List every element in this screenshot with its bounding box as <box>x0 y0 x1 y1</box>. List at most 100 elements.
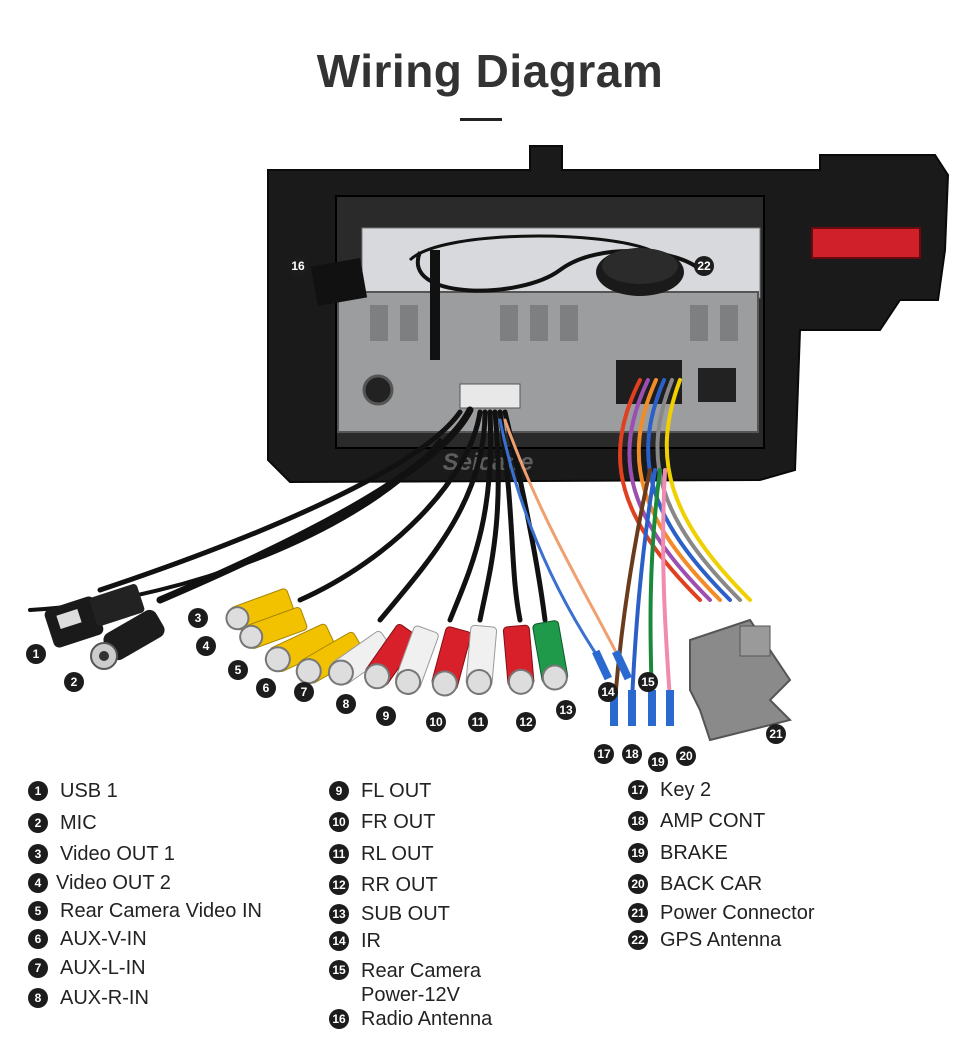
legend-item: 16 Radio Antenna <box>329 1008 492 1030</box>
marker-19: 19 <box>648 752 668 772</box>
svg-text:14: 14 <box>601 685 615 699</box>
svg-text:19: 19 <box>651 755 665 769</box>
marker-10: 10 <box>426 712 446 732</box>
usb-connector <box>44 584 145 648</box>
legend-label: AUX-R-IN <box>60 987 149 1009</box>
number-badge: 9 <box>329 781 349 801</box>
svg-text:17: 17 <box>597 747 611 761</box>
marker-2: 2 <box>64 672 84 692</box>
marker-4: 4 <box>196 636 216 656</box>
marker-7: 7 <box>294 682 314 702</box>
legend-label: FL OUT <box>361 780 432 802</box>
legend-item: 1 USB 1 <box>28 780 118 802</box>
marker-18: 18 <box>622 744 642 764</box>
marker-15: 15 <box>638 672 658 692</box>
number-badge: 16 <box>329 1009 349 1029</box>
legend-item: 8 AUX-R-IN <box>28 987 149 1009</box>
diagram-markers: 1 2 3 4 5 6 7 8 9 10 11 12 13 14 15 16 1… <box>26 256 786 772</box>
legend-item: 21 Power Connector <box>628 902 815 924</box>
legend-item: 10 FR OUT <box>329 811 435 833</box>
marker-13: 13 <box>556 700 576 720</box>
legend-item: 12 RR OUT <box>329 874 438 896</box>
legend-item: 19 BRAKE <box>628 842 728 864</box>
legend-label: BRAKE <box>660 842 728 864</box>
number-badge: 4 <box>28 873 48 893</box>
number-badge: 6 <box>28 929 48 949</box>
number-badge: 20 <box>628 874 648 894</box>
svg-text:1: 1 <box>33 647 40 661</box>
marker-8: 8 <box>336 694 356 714</box>
marker-16: 16 <box>288 256 308 276</box>
legend-label: GPS Antenna <box>660 929 782 951</box>
svg-text:8: 8 <box>343 697 350 711</box>
svg-text:5: 5 <box>235 663 242 677</box>
legend-label: Video OUT 2 <box>56 872 171 894</box>
svg-text:7: 7 <box>301 685 308 699</box>
number-badge: 21 <box>628 903 648 923</box>
legend-item: 4 Video OUT 2 <box>28 872 171 894</box>
reflector-strip <box>812 228 920 258</box>
number-badge: 10 <box>329 812 349 832</box>
power-harness-wires <box>613 378 752 702</box>
svg-text:9: 9 <box>383 709 390 723</box>
legend-label: RR OUT <box>361 874 438 896</box>
legend-label: MIC <box>60 812 97 834</box>
legend-label: Key 2 <box>660 779 712 801</box>
marker-17: 17 <box>594 744 614 764</box>
svg-text:13: 13 <box>559 703 573 717</box>
antenna-cables <box>310 234 702 360</box>
marker-9: 9 <box>376 706 396 726</box>
legend-label: AUX-V-IN <box>60 928 147 950</box>
number-badge: 5 <box>28 901 48 921</box>
legend-label: BACK CAR <box>660 873 763 895</box>
legend-item: 7 AUX-L-IN <box>28 957 146 979</box>
svg-text:15: 15 <box>641 675 655 689</box>
rca-plugs <box>225 588 569 697</box>
number-badge: 7 <box>28 958 48 978</box>
legend-label: FR OUT <box>361 811 436 833</box>
legend-label: IR <box>361 930 381 952</box>
marker-11: 11 <box>468 712 488 732</box>
legend-label: RL OUT <box>361 843 434 865</box>
marker-14: 14 <box>598 682 618 702</box>
legend-item: 17 Key 2 <box>628 779 711 801</box>
svg-text:20: 20 <box>679 749 693 763</box>
number-badge: 3 <box>28 844 48 864</box>
legend-label: AMP CONT <box>660 810 766 832</box>
svg-text:4: 4 <box>203 639 210 653</box>
number-badge: 19 <box>628 843 648 863</box>
svg-text:10: 10 <box>429 715 443 729</box>
svg-text:11: 11 <box>472 715 485 729</box>
legend-item: 2 MIC <box>28 812 97 834</box>
legend-label: Rear Camera Video IN <box>60 900 262 922</box>
legend-item: 15 Rear Camera Power-12V <box>329 959 521 1007</box>
svg-text:12: 12 <box>519 715 533 729</box>
svg-text:6: 6 <box>263 681 270 695</box>
svg-text:18: 18 <box>625 747 639 761</box>
legend-label: Video OUT 1 <box>60 843 175 865</box>
svg-text:21: 21 <box>769 727 783 741</box>
marker-6: 6 <box>256 678 276 698</box>
number-badge: 22 <box>628 930 648 950</box>
wiring-illustration: Seicane <box>26 145 950 772</box>
legend-label: AUX-L-IN <box>60 957 146 979</box>
svg-text:2: 2 <box>71 675 78 689</box>
harness-cables <box>28 406 548 623</box>
svg-text:16: 16 <box>291 259 305 273</box>
number-badge: 17 <box>628 780 648 800</box>
legend-label: USB 1 <box>60 780 118 802</box>
wire-tips <box>592 649 674 726</box>
legend-item: 13 SUB OUT <box>329 903 450 925</box>
legend-label: SUB OUT <box>361 903 450 925</box>
title-underline <box>460 118 502 121</box>
number-badge: 12 <box>329 875 349 895</box>
legend-item: 20 BACK CAR <box>628 873 762 895</box>
marker-5: 5 <box>228 660 248 680</box>
legend-label: Power Connector <box>660 902 815 924</box>
marker-3: 3 <box>188 608 208 628</box>
number-badge: 11 <box>329 844 349 864</box>
number-badge: 2 <box>28 813 48 833</box>
number-badge: 1 <box>28 781 48 801</box>
marker-1: 1 <box>26 644 46 664</box>
svg-text:3: 3 <box>195 611 202 625</box>
